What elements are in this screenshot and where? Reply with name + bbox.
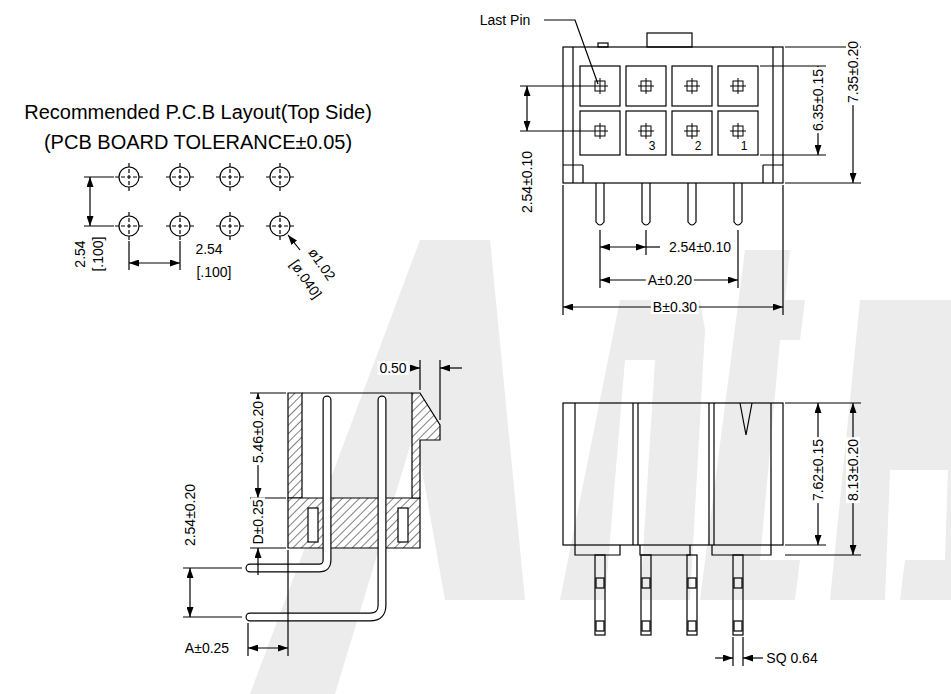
pin-number: 3 [647, 140, 658, 152]
side-view-dimensions [183, 360, 462, 656]
dimension-label: 6.35±0.15 [811, 67, 825, 133]
dimension-label: [.100] [91, 234, 105, 273]
dimension-label: A±0.20 [646, 273, 694, 287]
dimension-label: 2.54±0.10 [520, 149, 534, 215]
dimension-label: A±0.25 [183, 641, 231, 655]
front-view [563, 403, 783, 635]
dimension-label: D±0.25 [251, 497, 265, 546]
dimension-label: 7.35±0.20 [846, 39, 860, 105]
pcb-dimensions [84, 177, 300, 270]
dimension-label: 2.54±0.20 [183, 482, 197, 548]
dimension-label: 7.62±0.15 [811, 437, 825, 503]
side-view [250, 393, 440, 617]
dimension-label: 0.50 [377, 361, 408, 375]
callout-label: Last Pin [478, 13, 533, 27]
pin-number: 2 [693, 140, 704, 152]
dimension-label: 2.54±0.10 [667, 240, 733, 254]
pin-number: 1 [739, 140, 750, 152]
dimension-label: 2.54 [73, 238, 87, 269]
dimension-label: 2.54 [193, 242, 224, 256]
dimension-label: B±0.30 [651, 300, 699, 314]
dimension-label: 5.46±0.20 [251, 399, 265, 465]
front-view-dimensions [715, 403, 861, 666]
pcb-holes [115, 163, 294, 240]
dimension-label: SQ 0.64 [764, 651, 819, 665]
top-view-dimensions [520, 47, 861, 315]
heading-text: Recommended P.C.B Layout(Top Side) [22, 102, 374, 122]
dimension-label: [.100] [194, 265, 233, 279]
dimension-label: 8.13±0.20 [846, 437, 860, 503]
tolerance-note: (PCB BOARD TOLERANCE±0.05) [42, 132, 354, 152]
top-view [544, 20, 783, 225]
watermark [250, 240, 951, 694]
